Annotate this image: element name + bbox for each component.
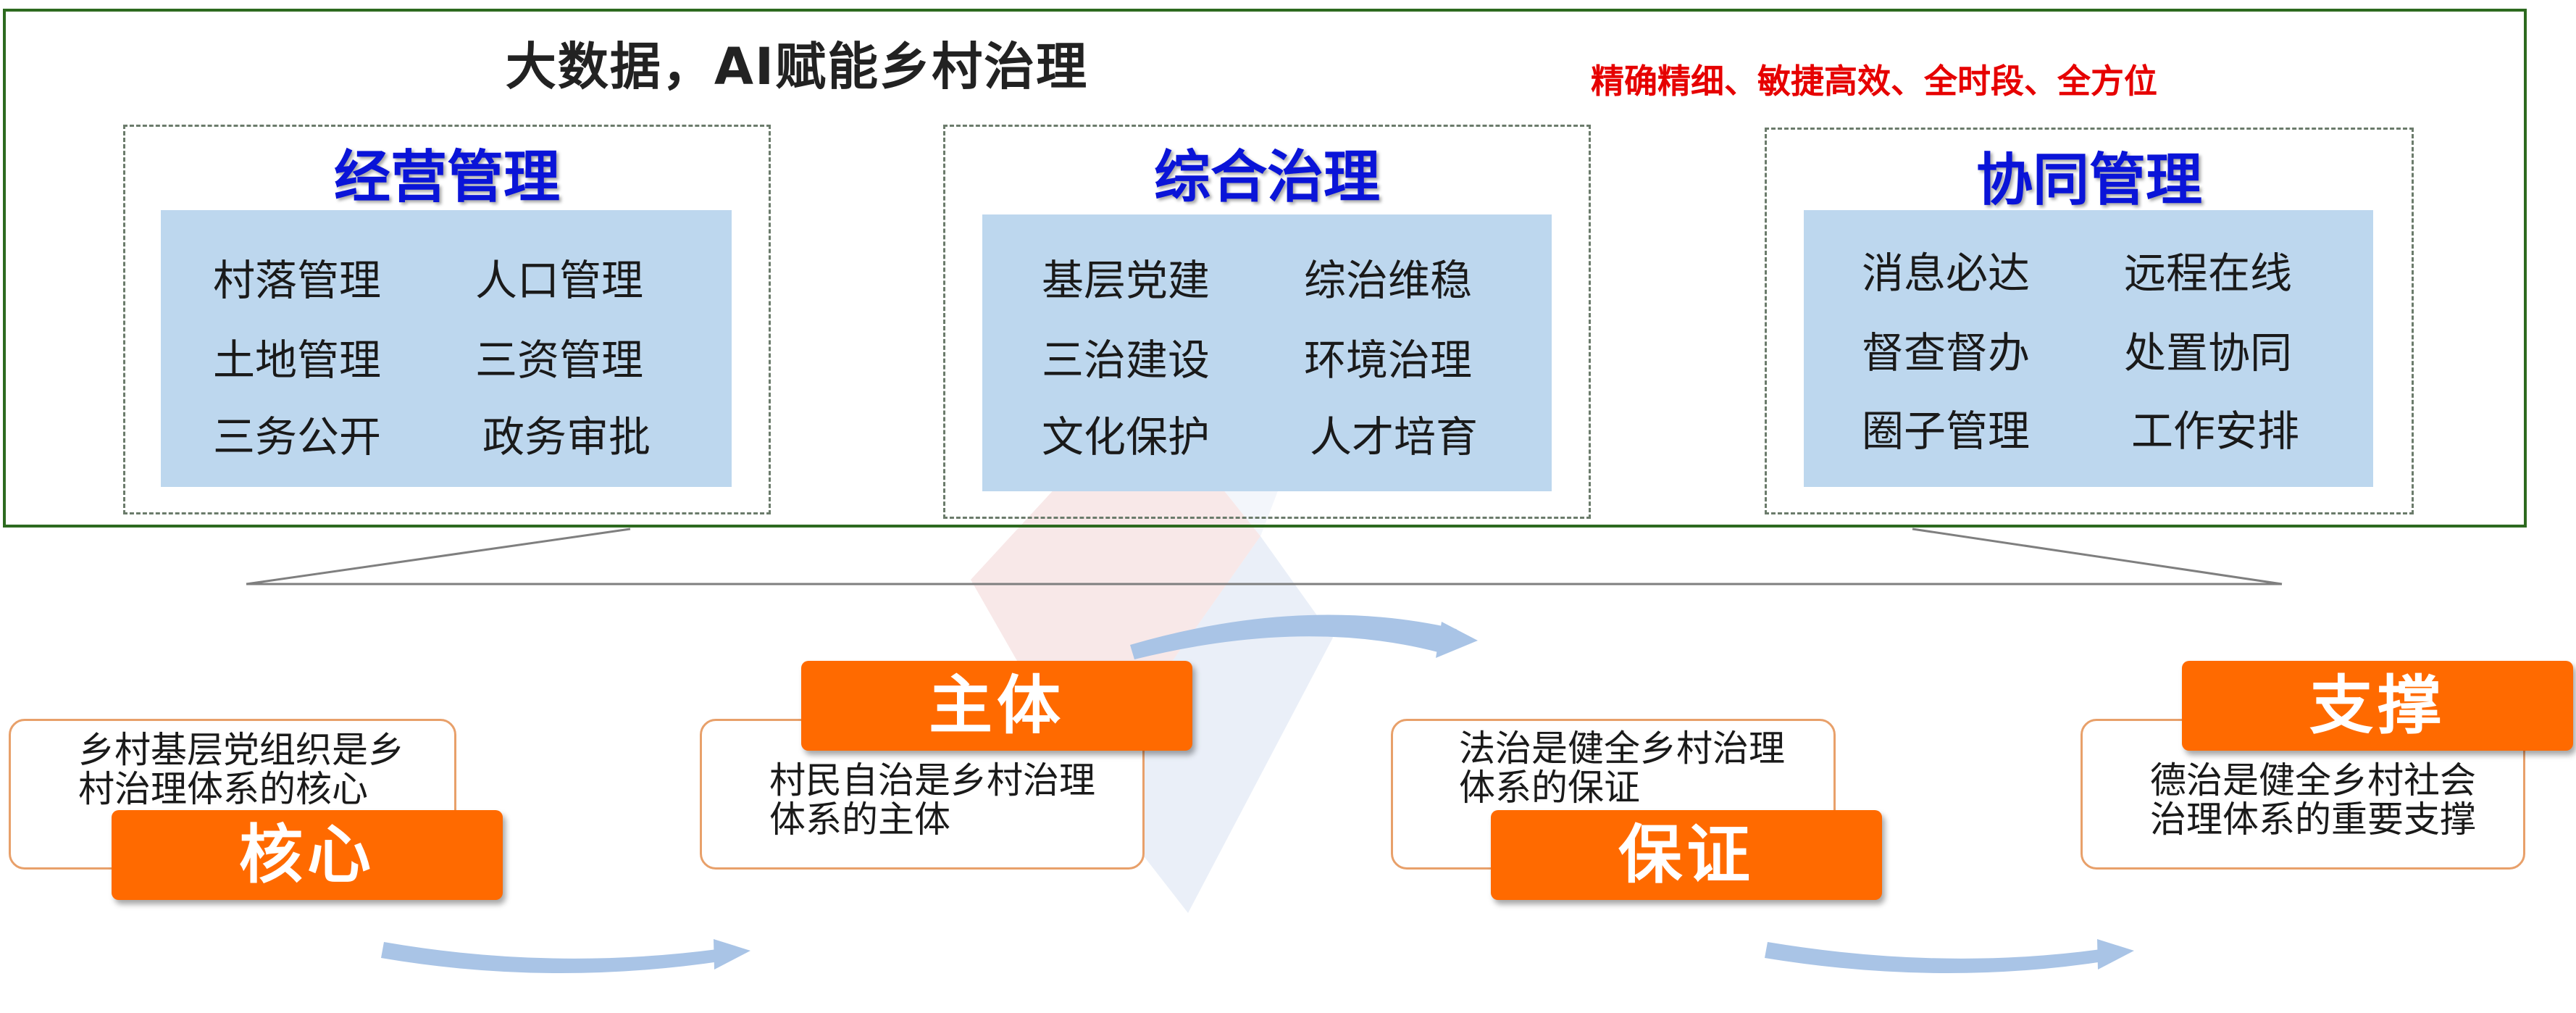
page-title: 大数据，AI赋能乡村治理: [505, 37, 1089, 96]
panel-item: 基层党建: [1042, 256, 1210, 305]
panel-item: 环境治理: [1304, 335, 1473, 385]
pillar-text-line: 村民自治是乡村治理: [769, 759, 1095, 801]
pillar-tag-subject: 主体: [801, 661, 1192, 751]
pillar-text-line: 体系的主体: [769, 799, 950, 841]
pillar-tag-core: 核心: [112, 810, 503, 900]
panel-title: 综合治理: [1153, 145, 1380, 210]
panel-item: 综治维稳: [1304, 256, 1473, 305]
panel-item: 人口管理: [475, 256, 644, 305]
pillar-text-line: 体系的保证: [1459, 767, 1640, 809]
panel-title: 协同管理: [1975, 148, 2202, 213]
panel-comprehensive-governance: [943, 125, 1591, 519]
panel-item: 村落管理: [213, 256, 382, 305]
panel-items-box: [1804, 210, 2373, 487]
panel-item: 远程在线: [2124, 249, 2293, 298]
curved-arrow-icon: [1765, 939, 2134, 974]
top-frame: [3, 9, 2527, 528]
panel-item: 督查督办: [1862, 328, 2031, 378]
panel-item: 消息必达: [1862, 249, 2031, 298]
pillar-tag-support: 支撑: [2182, 661, 2573, 751]
panel-title: 经营管理: [333, 145, 560, 210]
pillar-text-line: 乡村基层党组织是乡: [78, 729, 404, 771]
pillar-text-line: 德治是健全乡村社会: [2150, 759, 2476, 801]
pillar-tag-guarantee: 保证: [1491, 810, 1882, 900]
panel-item: 三治建设: [1042, 335, 1210, 385]
panel-item: 圈子管理: [1862, 407, 2031, 456]
panel-item: 工作安排: [2131, 407, 2300, 456]
pillar-text-line: 村治理体系的核心: [78, 768, 368, 810]
panel-item: 处置协同: [2124, 328, 2293, 378]
panel-items-box: [982, 214, 1552, 491]
panel-item: 政务审批: [482, 412, 651, 462]
panel-item: 三资管理: [475, 335, 644, 385]
curved-arrow-icon: [381, 939, 750, 974]
tagline: 精确精细、敏捷高效、全时段、全方位: [1591, 62, 2157, 101]
panel-collaborative-management: [1765, 128, 2414, 514]
panel-items-box: [161, 210, 732, 487]
panel-item: 人才培育: [1310, 412, 1479, 462]
pillar-text-line: 法治是健全乡村治理: [1459, 728, 1785, 770]
panel-item: 土地管理: [213, 335, 382, 385]
panel-item: 三务公开: [213, 412, 382, 462]
panel-business-management: [123, 125, 771, 514]
curved-arrow-icon: [1130, 614, 1478, 659]
panel-item: 文化保护: [1042, 412, 1210, 462]
pillar-text-line: 治理体系的重要支撑: [2150, 799, 2476, 841]
